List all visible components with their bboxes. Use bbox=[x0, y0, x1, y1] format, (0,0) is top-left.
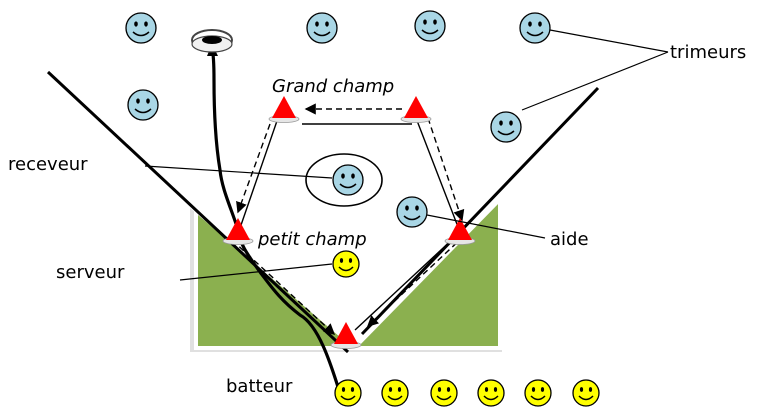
smiley-face-icon bbox=[519, 12, 551, 44]
smiley-face-icon bbox=[306, 12, 338, 44]
smiley-face-icon bbox=[572, 379, 600, 407]
smiley-face-icon bbox=[381, 379, 409, 407]
smiley-face-icon bbox=[125, 12, 157, 44]
smiley-face-icon bbox=[127, 89, 159, 121]
petit-champ-label: petit champ bbox=[257, 229, 367, 250]
grand-champ-label: Grand champ bbox=[272, 76, 394, 97]
callout-lines bbox=[144, 29, 669, 281]
receveur-circle bbox=[305, 153, 383, 207]
foul-line-left bbox=[46, 70, 350, 354]
smiley-face-icon bbox=[490, 111, 522, 143]
tire-icon bbox=[191, 29, 233, 53]
smiley-face-icon bbox=[414, 10, 446, 42]
foul-line-right bbox=[360, 86, 600, 336]
smiley-face-icon bbox=[524, 379, 552, 407]
batteur-label: batteur bbox=[226, 376, 293, 397]
smiley-face-icon bbox=[430, 379, 458, 407]
smiley-face-icon bbox=[334, 379, 362, 407]
trimeurs-label: trimeurs bbox=[670, 42, 746, 63]
smiley-face-icon bbox=[332, 250, 360, 278]
base-cone-icon bbox=[268, 95, 300, 123]
smiley-face-icon bbox=[332, 164, 364, 196]
smiley-face-icon bbox=[396, 196, 428, 228]
smiley-face-icon bbox=[477, 379, 505, 407]
base-cone-icon bbox=[400, 95, 432, 123]
receveur-label: receveur bbox=[8, 154, 88, 175]
aide-label: aide bbox=[550, 229, 589, 250]
serveur-label: serveur bbox=[56, 262, 125, 283]
